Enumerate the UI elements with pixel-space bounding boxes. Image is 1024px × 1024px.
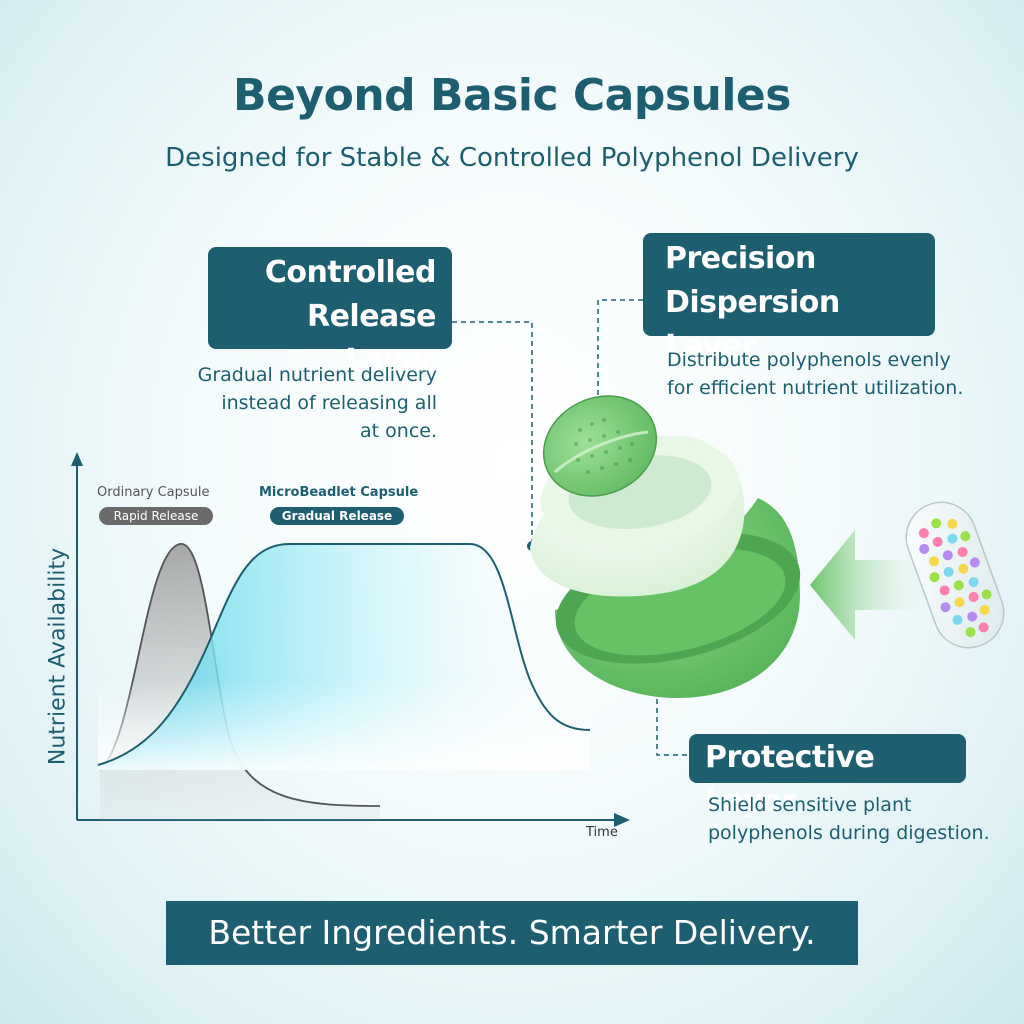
page-title: Beyond Basic Capsules [233, 70, 791, 121]
y-axis-label: Nutrient Availability [45, 547, 71, 766]
arrow-left-icon [810, 530, 940, 640]
exploded-capsule-illustration [530, 395, 1005, 698]
y-axis-arrow [71, 452, 83, 466]
ordinary-curve-line [99, 543, 381, 807]
legend-microbeadlet-name: MicroBeadlet Capsule [259, 485, 419, 500]
bottom-banner: Better Ingredients. Smarter Delivery. [166, 901, 858, 965]
controlled-desc-line3: at once. [360, 420, 437, 442]
precision-dispersion-description: Distribute polyphenols evenly for effici… [667, 346, 1007, 402]
precision-desc-line2: for efficient nutrient utilization. [667, 377, 964, 399]
legend-ordinary-name: Ordinary Capsule [97, 485, 210, 500]
precision-dispersion-tag: Precision Dispersion Layer [643, 233, 935, 364]
release-curve-chart [71, 452, 630, 827]
capsule-icon [905, 501, 1005, 649]
legend-microbeadlet-badge: Gradual Release [270, 507, 404, 525]
protective-layer-description: Shield sensitive plant polyphenols durin… [708, 791, 1018, 847]
page-subtitle: Designed for Stable & Controlled Polyphe… [165, 143, 859, 173]
protective-desc-line1: Shield sensitive plant [708, 794, 912, 816]
precision-title-line1: Precision [665, 241, 816, 276]
controlled-desc-line2: instead of releasing all [221, 392, 437, 414]
capsule-beads [918, 518, 992, 638]
precision-title-line2: Dispersion Layer [665, 285, 840, 364]
controlled-title-line2: Release Layer [306, 299, 437, 378]
precision-desc-line1: Distribute polyphenols evenly [667, 349, 951, 371]
controlled-release-tag: Controlled Release Layer [208, 247, 452, 378]
microbeadlet-curve-fade [98, 680, 590, 770]
microbeadlet-curve-line [97, 543, 591, 766]
controlled-desc-line1: Gradual nutrient delivery [197, 364, 437, 386]
x-axis-arrow [614, 813, 630, 827]
precision-dispersion-disk [542, 395, 658, 497]
controlled-title-line1: Controlled [264, 255, 437, 290]
x-axis-label: Time [586, 825, 618, 840]
protective-desc-line2: polyphenols during digestion. [708, 822, 990, 844]
legend-ordinary-badge: Rapid Release [99, 507, 213, 525]
controlled-release-description: Gradual nutrient delivery instead of rel… [150, 361, 437, 445]
protective-layer-tag: Protective Layer [689, 734, 966, 819]
